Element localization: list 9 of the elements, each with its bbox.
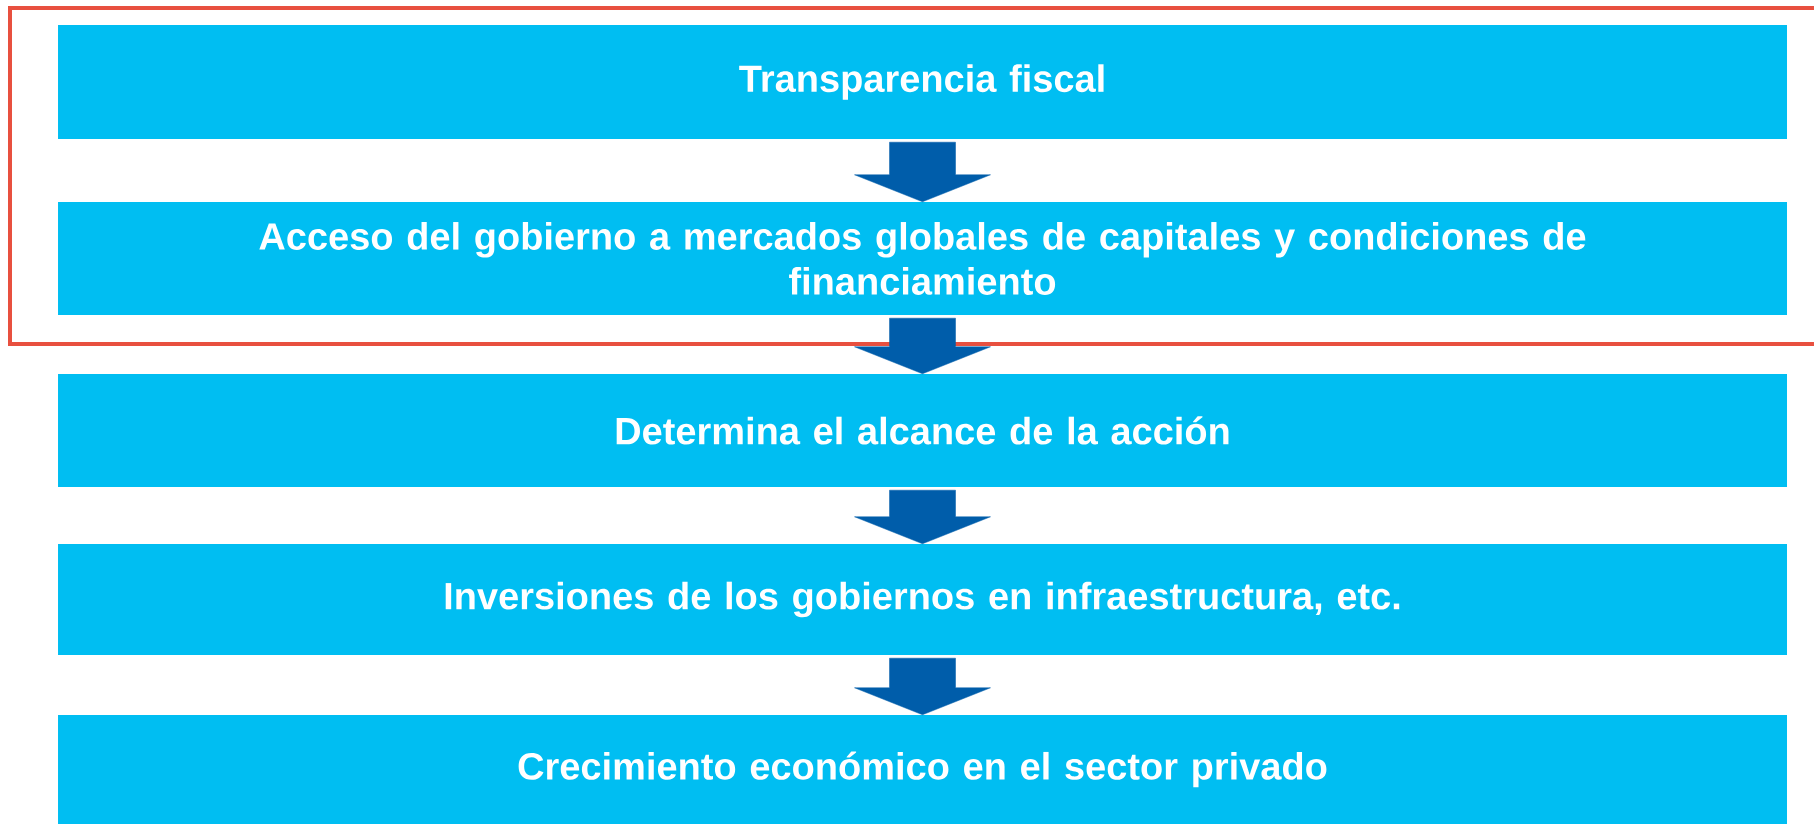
process-box: Crecimiento económico en el sector privado (58, 715, 1787, 824)
process-box: Inversiones de los gobiernos en infraestructura, etc. (58, 544, 1787, 655)
block-arrow (854, 657, 991, 716)
process-box: Determina el alcance de la acción (58, 374, 1787, 487)
process-box: Transparencia fiscal (58, 25, 1787, 139)
block-arrow (854, 317, 991, 375)
process-box: Acceso del gobierno a mercados globales de capitales y condiciones de financiamiento (58, 202, 1787, 315)
block-arrow (854, 489, 991, 545)
block-arrow (854, 141, 991, 203)
